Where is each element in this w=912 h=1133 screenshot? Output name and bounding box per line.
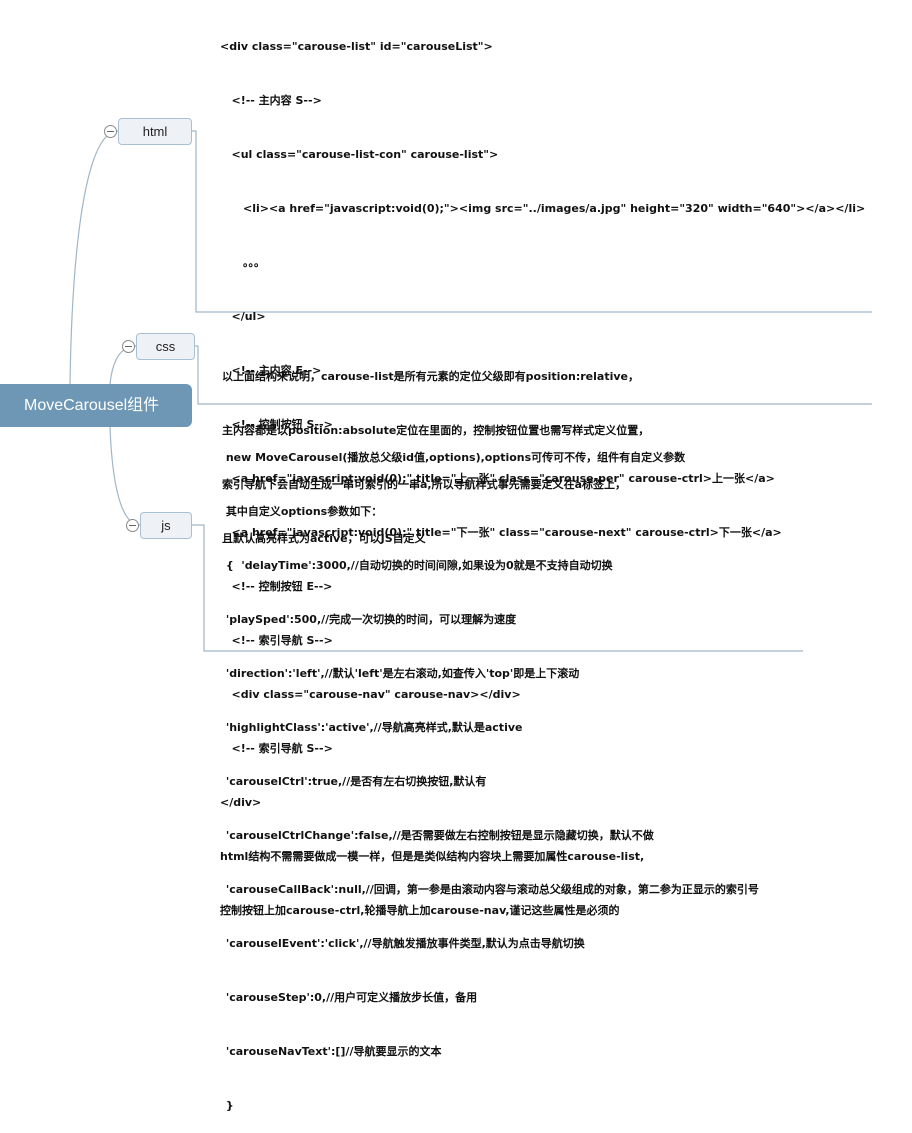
collapse-js-icon[interactable] — [126, 519, 139, 532]
note-line: <li><a href="javascript:void(0);"><img s… — [220, 202, 866, 215]
note-line: 'playSped':500,//完成一次切换的时间，可以理解为速度 — [222, 613, 517, 626]
note-line: 以上面结构来说明，carouse-list是所有元素的定位父级即有positio… — [222, 370, 639, 383]
note-line: <!-- 主内容 E--> — [220, 364, 322, 377]
note-line: 'carouselCtrl':true,//是否有左右切换按钮,默认有 — [222, 775, 487, 788]
topic-css[interactable]: css — [136, 333, 195, 360]
root-topic[interactable]: MoveCarousel组件 — [0, 384, 192, 427]
css-note: 以上面结构来说明，carouse-list是所有元素的定位父级即有positio… — [222, 332, 649, 566]
collapse-css-icon[interactable] — [122, 340, 135, 353]
topic-js[interactable]: js — [140, 512, 192, 539]
note-line: 索引导航下会自动生成一串可索引的一串a,所以导航样式事先需要定义在a标签上， — [222, 478, 627, 491]
note-line: <!-- 控制按钮 E--> — [220, 580, 333, 593]
note-line: 'direction':'left',//默认'left'是左右滚动,如查传入'… — [222, 667, 580, 680]
note-line: } — [222, 1099, 234, 1112]
js-note: new MoveCarousel(播放总父级id值,options),optio… — [222, 413, 759, 1133]
link-root-js — [109, 426, 141, 526]
note-line: 且默认高亮样式为active，可以JS自定义 — [222, 532, 426, 545]
note-line: <a href="javascript:void(0);" title="下一张… — [220, 526, 782, 539]
note-line: <a href="javascript:void(0);" title="上一张… — [220, 472, 775, 485]
note-line: 。。。 — [220, 256, 265, 269]
note-line: <!-- 控制按钮 S--> — [220, 418, 333, 431]
note-line: 'carouseCallBack':null,//回调，第一参是由滚动内容与滚动… — [222, 883, 759, 896]
note-line: 'carouseNavText':[]//导航要显示的文本 — [222, 1045, 442, 1058]
note-line: 主内容都是以position:absolute定位在里面的，控制按钮位置也需写样… — [222, 424, 650, 437]
note-line: <ul class="carouse-list-con" carouse-lis… — [220, 148, 499, 161]
note-line: 'carouselCtrlChange':false,//是否需要做左右控制按钮… — [222, 829, 654, 842]
note-line: 'carouseStep':0,//用户可定义播放步长值，备用 — [222, 991, 478, 1004]
note-line: 其中自定义options参数如下： — [222, 505, 383, 518]
note-line: <div class="carouse-list" id="carouseLis… — [220, 40, 493, 53]
note-line: { 'delayTime':3000,//自动切换的时间间隙,如果设为0就是不支… — [222, 559, 613, 572]
link-root-html — [69, 130, 119, 385]
note-line: <!-- 主内容 S--> — [220, 94, 322, 107]
note-line: <!-- 索引导航 S--> — [220, 634, 333, 647]
note-line: 'highlightClass':'active',//导航高亮样式,默认是ac… — [222, 721, 523, 734]
collapse-html-icon[interactable] — [104, 125, 117, 138]
note-line: new MoveCarousel(播放总父级id值,options),optio… — [222, 451, 686, 464]
note-line: 'carouselEvent':'click',//导航触发播放事件类型,默认为… — [222, 937, 585, 950]
topic-html[interactable]: html — [118, 118, 192, 145]
note-line: </ul> — [220, 310, 266, 323]
